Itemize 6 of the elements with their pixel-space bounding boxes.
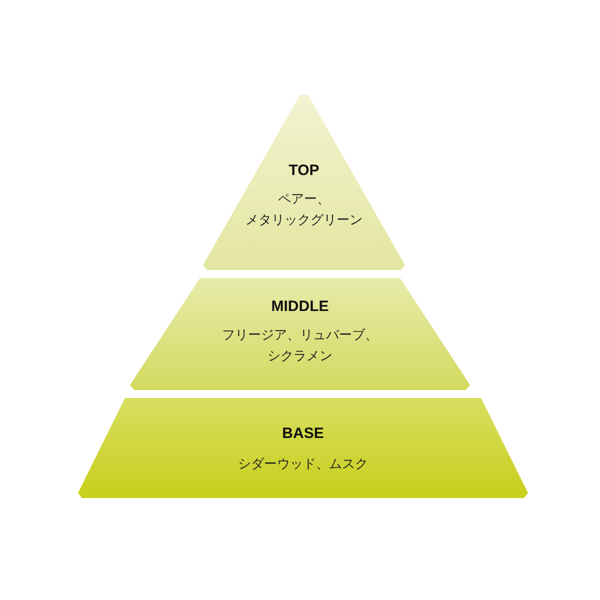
tier-heading: MIDDLE	[271, 298, 329, 315]
tier-heading: TOP	[288, 162, 320, 179]
note-text: ペアー、メタリックグリーン	[244, 190, 364, 229]
tier-heading: BASE	[282, 425, 324, 442]
note-text: フリージア、リュバーブ、シクラメン	[221, 326, 379, 365]
note-text: シダーウッド、ムスク	[238, 455, 368, 473]
